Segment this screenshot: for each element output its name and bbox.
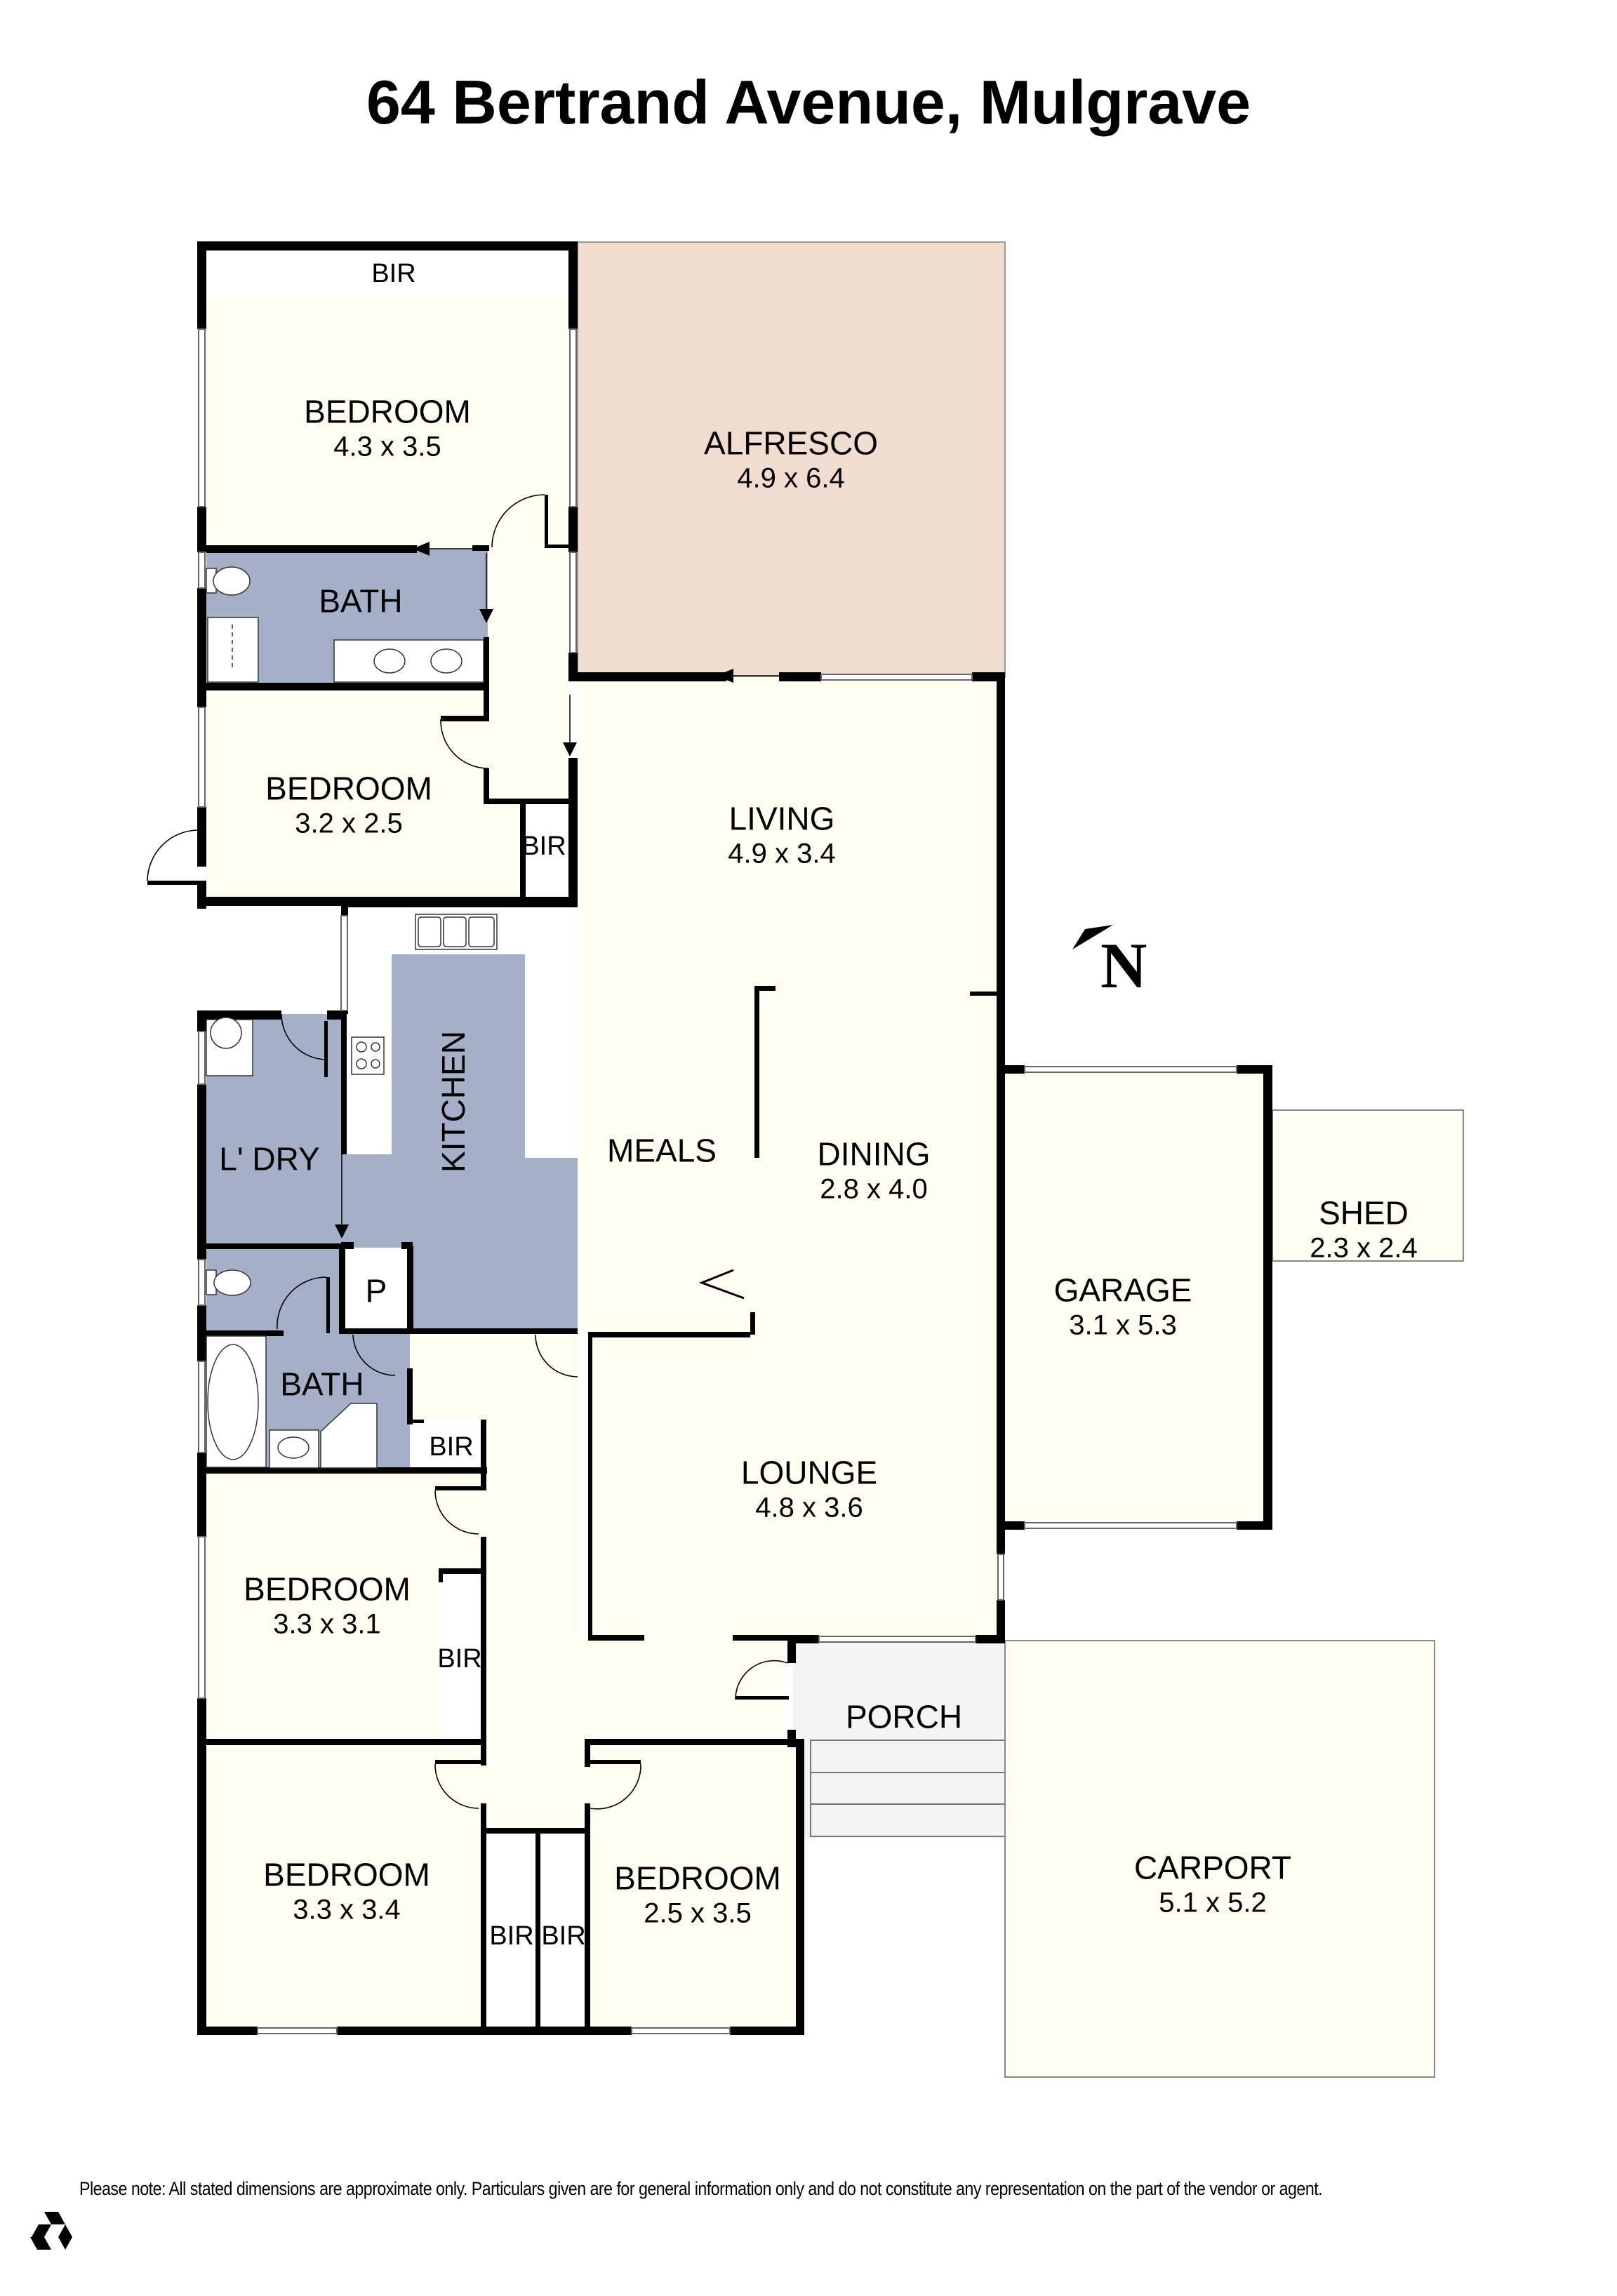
bedroom-4-area (206, 1746, 486, 2030)
room-label-kitchen: KITCHEN (435, 1031, 472, 1173)
walls (147, 241, 1272, 2035)
room-label-meals: MEALS (607, 1132, 717, 1169)
room-label-pantry: P (365, 1272, 387, 1309)
shed-area (1272, 1109, 1464, 1262)
vanity-icon (333, 639, 484, 683)
toilet-icon (206, 566, 251, 596)
living-area (578, 677, 997, 1330)
laundry-tub-icon (206, 1017, 253, 1076)
bir-2-area (526, 800, 568, 897)
north-label: N (1100, 930, 1147, 1001)
hallway-area (410, 1330, 786, 1828)
fixtures (206, 566, 498, 1469)
bedroom-5-area (588, 1746, 801, 2030)
company-logo (30, 2212, 72, 2250)
bir-6-area (539, 1835, 588, 2030)
pantry-area (345, 1248, 413, 1330)
room-label-bath-1: BATH (319, 582, 403, 620)
lounge-area (588, 1330, 997, 1635)
toilet-icon (206, 1269, 251, 1296)
kitchen-sink-icon (415, 914, 498, 950)
sliding-door-arrows (335, 542, 779, 1300)
room-label-laundry: L' DRY (219, 1140, 320, 1177)
cooktop-icon (351, 1036, 385, 1075)
room-label-bir-4: BIR (437, 1644, 482, 1674)
basin-icon (269, 1429, 319, 1469)
north-arrow-icon (1072, 925, 1113, 949)
shower-icon (207, 617, 259, 683)
room-label-bir-2: BIR (521, 832, 566, 862)
room-label-bir-6: BIR (541, 1921, 586, 1951)
room-label-porch: PORCH (845, 1698, 963, 1735)
bathtub-icon (206, 1335, 267, 1468)
garage-area (1002, 1070, 1272, 1526)
room-fills (206, 241, 1464, 2078)
carport-area (1004, 1640, 1435, 2078)
disclaimer-text: Please note: All stated dimensions are a… (79, 2178, 1323, 2199)
corner-shower-icon (320, 1403, 378, 1469)
room-label-bir-1: BIR (371, 259, 416, 289)
room-label-bir-5: BIR (489, 1921, 534, 1951)
bir-1-area (206, 251, 568, 298)
page-title: 64 Bertrand Avenue, Mulgrave (366, 67, 1251, 137)
bedroom-3-area (206, 1474, 486, 1737)
door-swings (147, 494, 788, 1810)
windows (198, 328, 1237, 2034)
kitchen-island (392, 954, 525, 1158)
alfresco-area (577, 241, 1006, 678)
bedroom-2-area (206, 693, 526, 897)
room-label-bir-3: BIR (429, 1432, 474, 1462)
room-label-bath-2: BATH (280, 1366, 364, 1403)
bir-5-area (486, 1835, 537, 2030)
porch-steps (810, 1740, 1006, 1837)
bir-3-area (410, 1421, 486, 1474)
bir-4-area (440, 1572, 486, 1737)
